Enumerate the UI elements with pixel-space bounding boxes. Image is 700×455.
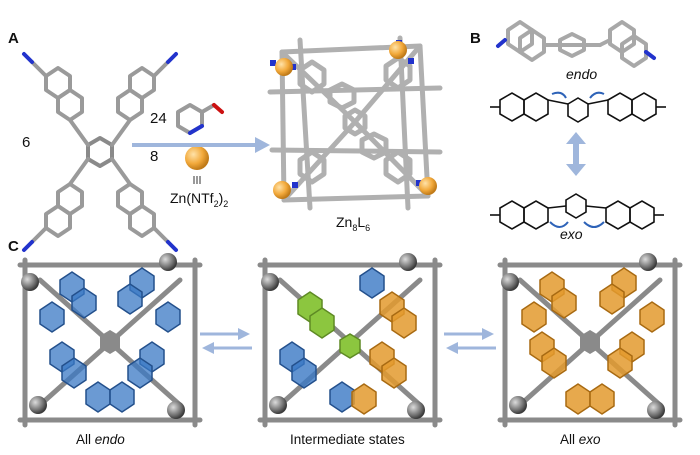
product-sub2: 6: [365, 222, 371, 233]
zinc-salt-sub2: 2: [223, 198, 229, 209]
reaction-arrowhead: [255, 137, 270, 153]
endo-label: endo: [566, 66, 598, 82]
nitrile-nitrogens: [22, 52, 178, 252]
product-mid: L: [357, 214, 366, 230]
equilibrium-arrows-left: [200, 328, 252, 354]
aldehyde-equivalents: 24: [150, 110, 167, 127]
panel-label-a: A: [8, 30, 19, 47]
aldehyde-oxygen: [212, 103, 224, 114]
zinc-equivalents: 8: [150, 148, 159, 165]
ligand-structure: [30, 60, 170, 244]
caption-intermediate: Intermediate states: [290, 432, 405, 447]
panel-label-b: B: [470, 30, 481, 47]
caption-all-exo: All exo: [560, 432, 601, 447]
product-formula: Zn8L6: [336, 214, 370, 233]
caption-all-endo-italic: endo: [94, 432, 125, 447]
zinc-salt-suffix: ): [218, 190, 224, 206]
ligand-equivalents: 6: [22, 134, 31, 151]
zinc-salt-prefix: Zn(NTf: [170, 190, 214, 206]
product-prefix: Zn: [336, 214, 353, 230]
exo-structure: [490, 193, 664, 230]
zinc-salt-bar: [193, 176, 201, 184]
panel-b-stick-model: [506, 20, 648, 68]
cage-intermediate: [257, 253, 443, 428]
zinc-salt-formula: Zn(NTf2)2: [170, 190, 228, 209]
product-sub1: 8: [352, 222, 358, 233]
exo-curve-right: [583, 221, 605, 228]
caption-all-endo: All endo: [76, 432, 125, 447]
zn8l6-cage-structure: [267, 35, 443, 211]
endo-exo-equilibrium-arrow: [566, 132, 586, 176]
exo-label: exo: [560, 226, 583, 242]
caption-all-exo-italic: exo: [578, 432, 601, 447]
exo-curve-left: [549, 221, 569, 228]
pyridine-nitrogen: [188, 124, 204, 135]
panel-b-nitrogen-right: [644, 50, 656, 60]
endo-structure: [490, 92, 666, 123]
panel-b-nitrogen-left: [496, 38, 507, 48]
endo-curve-right: [589, 91, 605, 99]
endo-curve-left: [551, 91, 567, 99]
zinc-salt-sub: 2: [213, 198, 219, 209]
zinc-ion-icon: [185, 146, 209, 170]
cage-all-exo: [497, 253, 683, 428]
caption-all-endo-prefix: All: [76, 432, 95, 447]
equilibrium-arrows-right: [444, 328, 496, 354]
cage-all-endo: [17, 253, 203, 428]
panel-label-c: C: [8, 238, 19, 255]
caption-all-exo-prefix: All: [560, 432, 579, 447]
